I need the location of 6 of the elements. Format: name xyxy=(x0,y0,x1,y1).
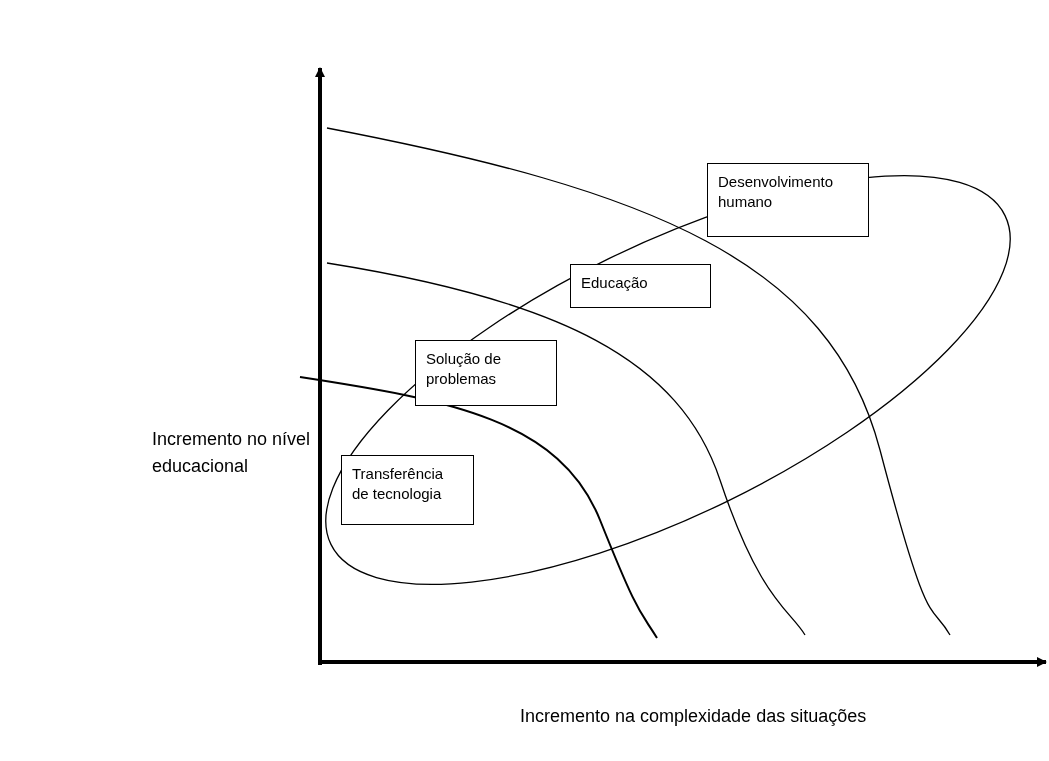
text-box: Transferência de tecnologia xyxy=(341,455,474,525)
text-box: Desenvolvimento humano xyxy=(707,163,869,237)
text-box: Solução de problemas xyxy=(415,340,557,406)
text-box: Educação xyxy=(570,264,711,308)
y-axis-label: Incremento no nível educacional xyxy=(152,428,312,478)
x-axis-label: Incremento na complexidade das situações xyxy=(520,705,867,728)
